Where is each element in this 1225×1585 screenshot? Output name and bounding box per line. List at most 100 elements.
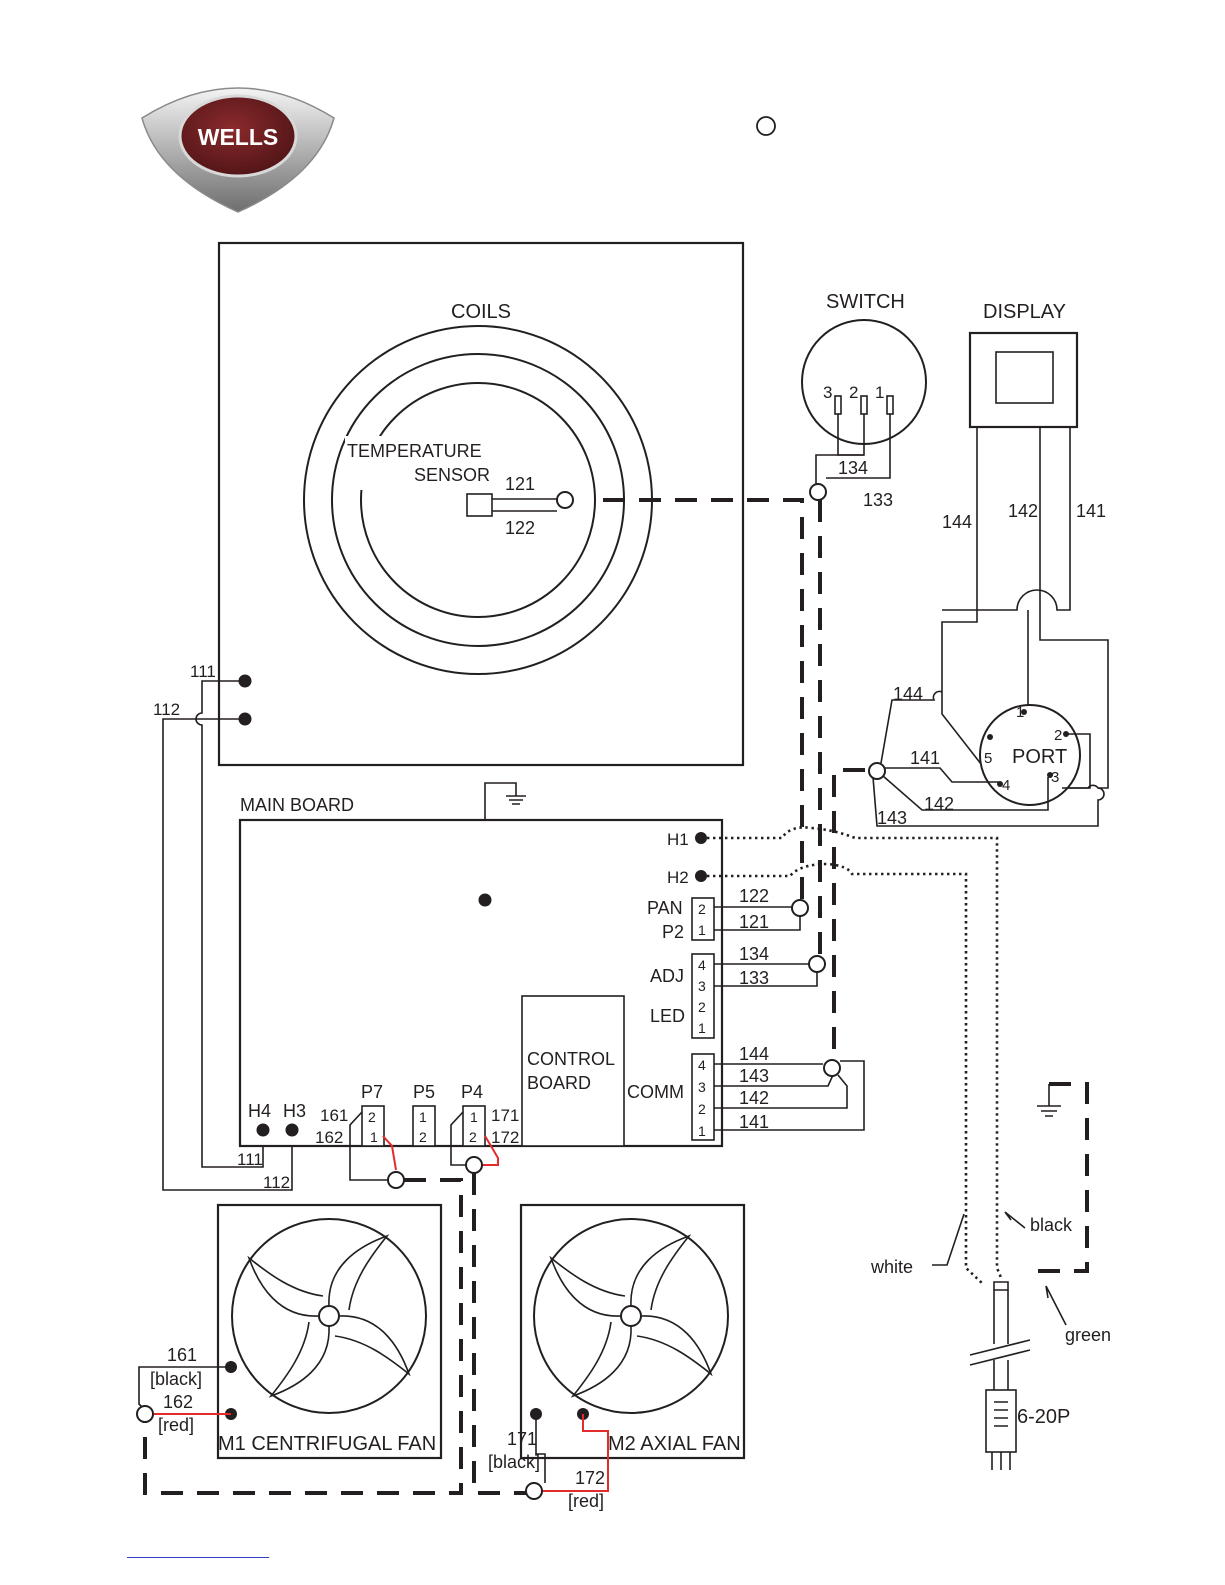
- wire-143-board: 143: [739, 1066, 769, 1086]
- port-pin-label: 5: [984, 750, 992, 767]
- pin-label: 3: [698, 978, 706, 994]
- wire-141-board: 141: [739, 1112, 769, 1132]
- logo-text: WELLS: [198, 124, 279, 150]
- port-pin-2-dot: [1063, 731, 1069, 737]
- p4-label: P4: [461, 1082, 483, 1102]
- p7-label: P7: [361, 1082, 383, 1102]
- wire-162-fan: 162: [163, 1392, 193, 1412]
- port-pin-label: 2: [1054, 727, 1062, 744]
- wire-162-board: 162: [315, 1128, 343, 1147]
- pin-label: 2: [469, 1129, 477, 1145]
- port-body: [979, 704, 1081, 806]
- p2-label: P2: [662, 922, 684, 942]
- pin-label: 1: [370, 1129, 378, 1145]
- wire-161-fan: 161: [167, 1345, 197, 1365]
- main-board-label: MAIN BOARD: [240, 795, 354, 815]
- p4-connector: [462, 1105, 486, 1147]
- plug-body: [985, 1389, 1017, 1453]
- wire-color-green: green: [1065, 1325, 1111, 1345]
- switch-pin-label: 1: [875, 383, 884, 402]
- comm-connector: [691, 1053, 715, 1141]
- adj-wire-connector: [808, 955, 826, 973]
- wire-112-coil: 112: [153, 700, 180, 719]
- wire-142-display: 142: [1008, 501, 1038, 521]
- wire-171-fan: 171: [507, 1429, 537, 1449]
- wire-171-board: 171: [491, 1106, 519, 1125]
- wire-142-port: 142: [924, 794, 954, 814]
- wire-color-black-m1: [black]: [150, 1369, 202, 1389]
- h2-label: H2: [667, 868, 689, 887]
- fan-m1-blades: [247, 1234, 411, 1398]
- pan-connector: [691, 897, 715, 941]
- pan-wire-connector: [791, 899, 809, 917]
- board-ground-terminal: [478, 893, 492, 907]
- p5-connector: [412, 1105, 436, 1147]
- wire-144-display: 144: [942, 512, 972, 532]
- h1-label: H1: [667, 830, 689, 849]
- port-pin-5-dot: [987, 734, 993, 740]
- wire-111-coil: 111: [190, 662, 216, 681]
- wire-122-sensor: 122: [505, 518, 535, 538]
- wells-logo: WELLS: [141, 87, 335, 213]
- pin-label: 4: [698, 1057, 706, 1073]
- wire-color-red-m2: [red]: [568, 1491, 604, 1511]
- adj-label: ADJ: [650, 966, 684, 986]
- port-pin-3-dot: [1047, 772, 1053, 778]
- wire-172-fan: 172: [575, 1468, 605, 1488]
- adj-led-connector: [691, 953, 715, 1039]
- p7-connector: [361, 1105, 385, 1147]
- fan-m2-blades: [549, 1234, 713, 1398]
- footer-link-underline[interactable]: [127, 1557, 269, 1558]
- wire-111-board: 111: [237, 1150, 263, 1169]
- temperature-sensor: [466, 493, 493, 517]
- display-label: DISPLAY: [983, 301, 1066, 323]
- pin-label: 1: [698, 922, 706, 938]
- switch-pin-1: [886, 395, 894, 415]
- wire-122-board: 122: [739, 886, 769, 906]
- switch-pin-label: 2: [849, 383, 858, 402]
- control-board: [521, 995, 625, 1147]
- pin-label: 1: [419, 1109, 427, 1125]
- pin-label: 1: [698, 1020, 706, 1036]
- switch-pin-3: [834, 395, 842, 415]
- port-pin-label: 1: [1016, 704, 1024, 721]
- comm-wire-connector: [823, 1059, 841, 1077]
- switch-label: SWITCH: [826, 291, 905, 313]
- wire-161-board: 161: [320, 1106, 348, 1125]
- wire-141-port: 141: [910, 748, 940, 768]
- header-circle-mark: [756, 116, 776, 136]
- wire-color-white: white: [870, 1257, 913, 1277]
- pin-label: 3: [698, 1079, 706, 1095]
- wire-133-board: 133: [739, 968, 769, 988]
- pin-label: 1: [470, 1109, 478, 1125]
- port-pin-label: 4: [1002, 777, 1010, 794]
- control-board-label-2: BOARD: [527, 1073, 591, 1093]
- switch-connector: [809, 483, 827, 501]
- h1-terminal: [695, 832, 707, 844]
- h2-terminal: [695, 870, 707, 882]
- pin-label: 2: [368, 1109, 376, 1125]
- comm-label: COMM: [627, 1082, 684, 1102]
- fan-m2-wire-connector: [525, 1482, 543, 1500]
- wire-color-red-m1: [red]: [158, 1415, 194, 1435]
- led-label: LED: [650, 1006, 685, 1026]
- wire-141-display: 141: [1076, 501, 1106, 521]
- wire-color-black: black: [1030, 1215, 1073, 1235]
- wire-142-board: 142: [739, 1088, 769, 1108]
- wire-134-board: 134: [739, 944, 769, 964]
- p5-label: P5: [413, 1082, 435, 1102]
- display-screen: [995, 351, 1054, 404]
- pin-label: 2: [698, 901, 706, 917]
- wire-134-switch: 134: [838, 458, 868, 478]
- p7-wire-connector: [387, 1171, 405, 1189]
- pin-label: 2: [698, 1101, 706, 1117]
- temp-sensor-label-2: SENSOR: [414, 465, 490, 485]
- switch-pin-2: [860, 395, 868, 415]
- pin-label: 2: [698, 999, 706, 1015]
- wire-133-switch: 133: [863, 490, 893, 510]
- wire-color-black-m2: [black]: [488, 1452, 540, 1472]
- coils-label: COILS: [451, 301, 511, 323]
- wire-144-port: 144: [893, 684, 923, 704]
- sensor-connector: [556, 491, 574, 509]
